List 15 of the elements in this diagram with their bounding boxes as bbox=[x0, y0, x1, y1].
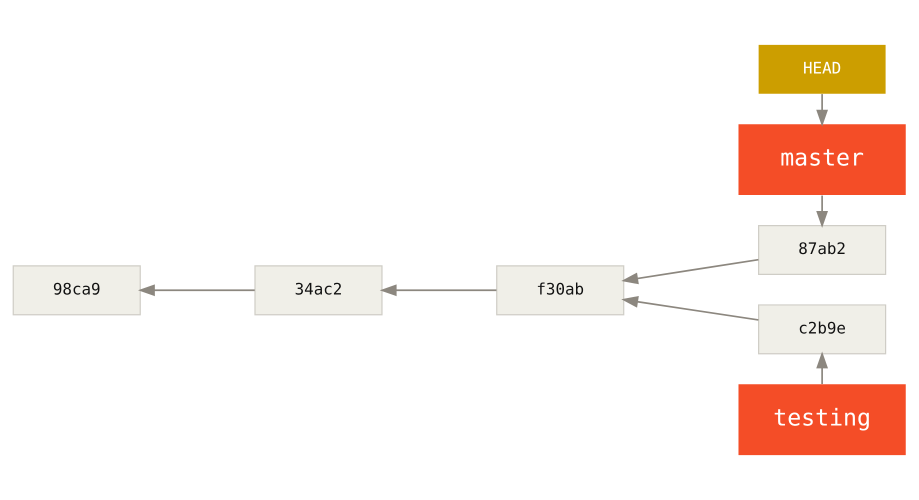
arrow bbox=[621, 296, 759, 321]
node-box: f30ab bbox=[496, 265, 624, 316]
arrow bbox=[138, 284, 255, 296]
node-box: c2b9e bbox=[758, 304, 886, 354]
node-box: HEAD bbox=[758, 44, 886, 94]
node-box: 34ac2 bbox=[254, 265, 383, 316]
node-box: testing bbox=[738, 384, 906, 456]
arrow bbox=[380, 284, 496, 296]
node-box: master bbox=[738, 124, 906, 196]
arrow bbox=[816, 94, 828, 127]
arrow bbox=[621, 258, 759, 284]
node-box: 87ab2 bbox=[758, 224, 886, 276]
arrow bbox=[816, 196, 828, 228]
arrow bbox=[816, 352, 828, 384]
node-box: 98ca9 bbox=[12, 265, 141, 316]
